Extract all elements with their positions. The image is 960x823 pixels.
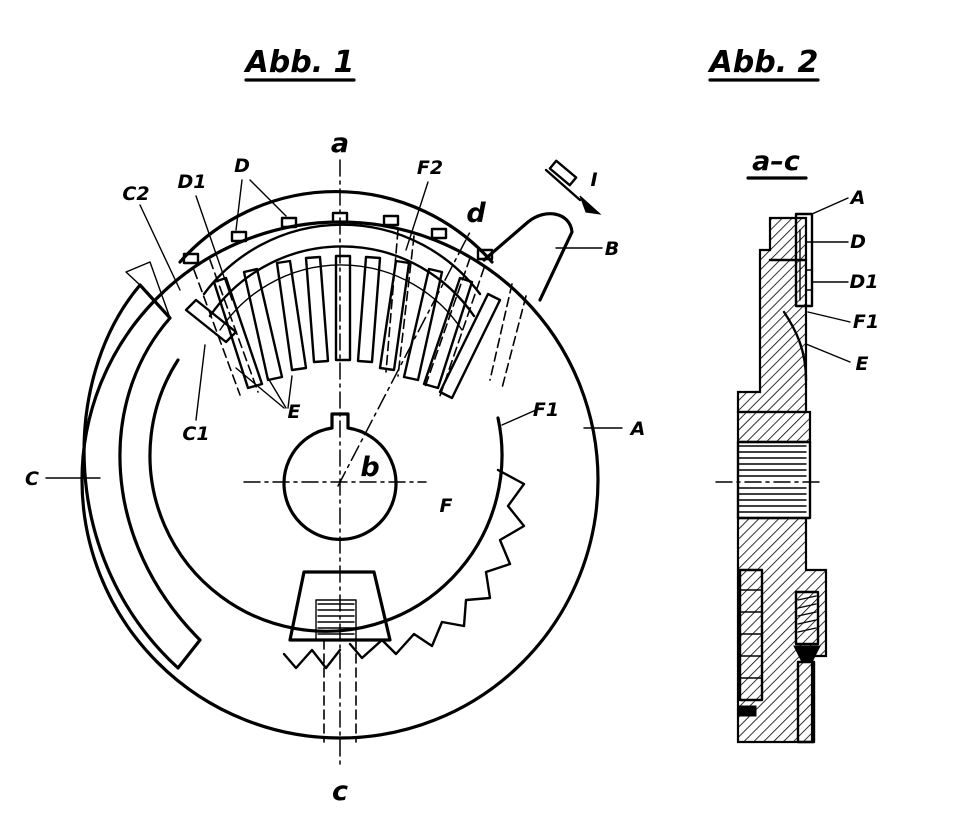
ring-inner-edge-2 bbox=[208, 245, 476, 318]
teeth-d bbox=[182, 211, 494, 265]
section-label-D1: D1 bbox=[850, 271, 879, 293]
spring-coil bbox=[317, 603, 355, 635]
label-D1: D1 bbox=[178, 171, 207, 193]
section-lower-body bbox=[736, 516, 828, 744]
blade-slots bbox=[184, 254, 502, 400]
section-upper-body bbox=[736, 216, 808, 414]
label-A: A bbox=[629, 418, 646, 440]
section-groove bbox=[768, 258, 808, 382]
arrow-i-tail bbox=[548, 159, 578, 187]
label-F2: F2 bbox=[417, 157, 443, 179]
section-hub-top bbox=[736, 410, 812, 444]
label-B: B bbox=[605, 238, 619, 260]
section-plunger-pin bbox=[796, 660, 816, 744]
section-label-D: D bbox=[850, 231, 866, 253]
section-leader-lines bbox=[805, 197, 851, 363]
label-a: a bbox=[331, 128, 349, 159]
section-label-F1: F1 bbox=[853, 311, 879, 333]
figure-1: Abb. 1 bbox=[25, 45, 645, 807]
label-C: C bbox=[25, 468, 39, 490]
ring-inner-edge-1 bbox=[202, 223, 482, 296]
section-label-E: E bbox=[856, 353, 869, 375]
inner-disk-f bbox=[148, 358, 504, 633]
hub-bore bbox=[282, 412, 398, 542]
ring-outer-edge bbox=[178, 189, 494, 264]
saw-teeth-left bbox=[282, 648, 342, 670]
section-spring-bore bbox=[794, 590, 820, 646]
arrow-i-shaft bbox=[544, 168, 582, 202]
label-C2: C2 bbox=[122, 183, 149, 205]
ring-inner-edge-3 bbox=[219, 264, 463, 331]
line-d bbox=[337, 231, 471, 487]
label-D: D bbox=[234, 155, 250, 177]
label-c: c bbox=[332, 776, 348, 807]
spring-coil-box bbox=[315, 599, 357, 641]
arrow-i bbox=[544, 159, 602, 215]
section-lower-slot-lines bbox=[739, 589, 763, 679]
leader-lines bbox=[45, 179, 623, 479]
figure-1-title: Abb. 1 bbox=[244, 45, 355, 80]
spring-housing bbox=[288, 570, 392, 642]
section-hub-lines bbox=[737, 445, 807, 513]
section-label-A: A bbox=[849, 187, 866, 209]
label-F1: F1 bbox=[533, 399, 559, 421]
label-d-lower: d bbox=[466, 198, 486, 229]
label-b: b bbox=[360, 452, 379, 483]
label-E: E bbox=[288, 401, 301, 423]
section-dark-block bbox=[737, 705, 757, 717]
label-F: F bbox=[440, 495, 453, 517]
arm-c2-end bbox=[125, 261, 171, 319]
section-lower-slot bbox=[738, 568, 764, 702]
arrow-i-head bbox=[579, 195, 602, 215]
saw-teeth bbox=[348, 468, 526, 660]
radial-dash-lines bbox=[193, 229, 527, 397]
figure-2-title: Abb. 2 bbox=[708, 45, 819, 80]
figure-2: Abb. 2 a–c bbox=[708, 45, 879, 744]
label-I: I bbox=[590, 169, 597, 191]
section-spring-coil bbox=[797, 595, 817, 633]
section-label: a–c bbox=[752, 146, 800, 177]
section-blade-detail bbox=[799, 229, 813, 301]
lever-b bbox=[482, 212, 574, 302]
label-C1: C1 bbox=[182, 423, 209, 445]
curved-arm-c bbox=[82, 283, 202, 670]
